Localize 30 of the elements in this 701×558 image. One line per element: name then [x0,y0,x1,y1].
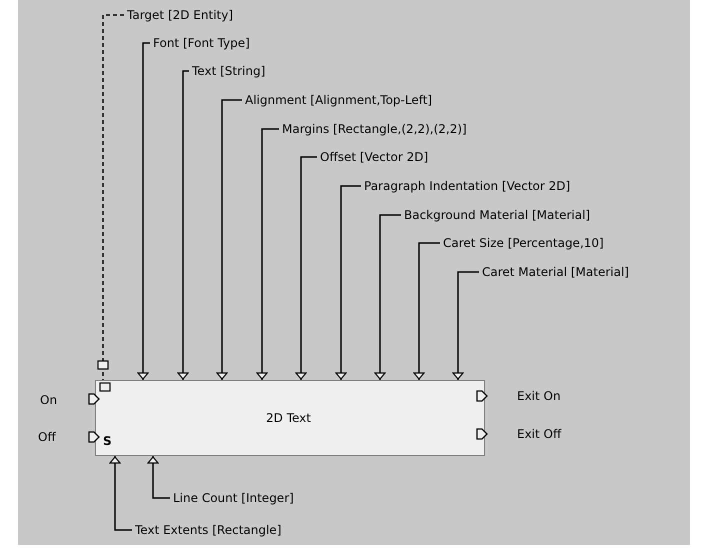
parameter-link [452,271,479,380]
parameter-label: Offset [Vector 2D] [320,150,428,164]
parameter-link [147,456,170,499]
parameter-label: Margins [Rectangle,(2,2),(2,2)] [282,122,467,136]
parameter-label: Caret Material [Material] [482,265,629,279]
parameter-label: Text [String] [192,64,266,78]
parameter-link [335,185,361,380]
pin-label: On [40,393,58,407]
parameter-link [109,456,132,531]
parameter-link [413,242,440,380]
parameter-label: Line Count [Integer] [173,491,294,505]
parameter-link [374,214,401,380]
parameter-link [216,99,242,380]
pin-label: Off [38,430,56,444]
parameter-label: Alignment [Alignment,Top-Left] [245,93,432,107]
parameter-link [295,156,317,380]
block-title: 2D Text [266,411,311,425]
parameter-label: Paragraph Indentation [Vector 2D] [364,179,570,193]
parameter-link [137,42,150,380]
pin-label: Exit On [517,389,561,403]
parameter-link [256,128,279,380]
pin-label: Exit Off [517,427,562,441]
parameter-link [177,70,189,380]
parameter-label: Font [Font Type] [153,36,250,50]
parameter-link [97,14,124,380]
parameter-label: Text Extents [Rectangle] [135,523,282,537]
parameter-label: Caret Size [Percentage,10] [443,236,604,250]
pin-label: S [103,434,112,448]
parameter-label: Target [2D Entity] [127,8,234,22]
parameter-label: Background Material [Material] [404,208,590,222]
